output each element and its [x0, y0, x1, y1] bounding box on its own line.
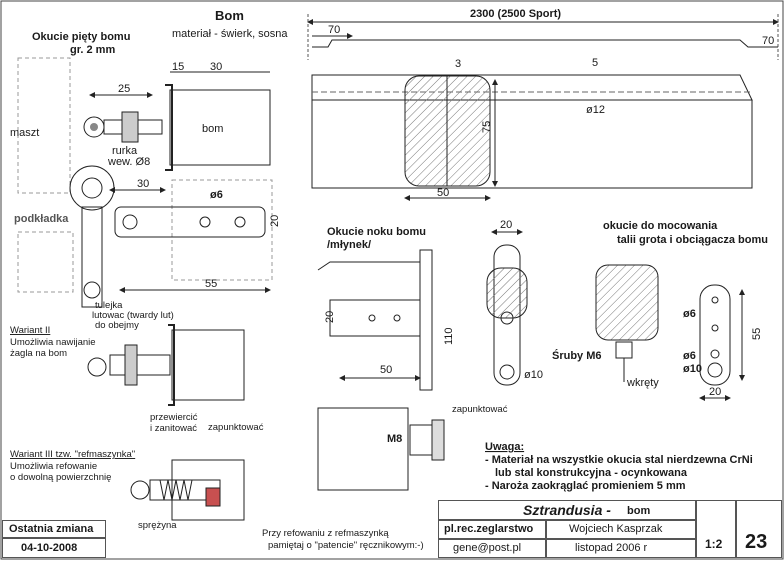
- note-1b: lub stal konstrukcyjna - ocynkowana: [495, 467, 688, 479]
- dim-10-end: ø10: [524, 369, 543, 381]
- m8-label: M8: [387, 433, 402, 445]
- boom-title: Bom: [215, 8, 244, 23]
- note-1: - Materiał na wszystkie okucia stal nier…: [485, 454, 753, 466]
- tube-label: rurka: [112, 145, 138, 157]
- boom-top-profile: 70 70: [312, 24, 778, 48]
- notes: Uwaga: - Materiał na wszystkie okucia st…: [485, 441, 753, 492]
- boom-label: bom: [202, 123, 223, 135]
- email: gene@post.pl: [453, 542, 522, 554]
- dim-12: ø12: [586, 104, 605, 116]
- notes-title: Uwaga:: [485, 441, 524, 453]
- end-fitting: Okucie noku bomu /młynek/ 20 110 50 20 ø…: [317, 219, 543, 491]
- dim-50-end: 50: [380, 364, 392, 376]
- dim-6-mount-a: ø6: [683, 308, 696, 320]
- sheet-number: 23: [745, 531, 768, 553]
- dim-30-top: 30: [210, 61, 222, 73]
- length-dim-text: 2300 (2500 Sport): [470, 8, 561, 20]
- mast-label: maszt: [10, 127, 39, 139]
- boom-length-dimension: 2300 (2500 Sport): [307, 8, 779, 60]
- author-cell: Wojciech Kasprzak: [546, 520, 696, 539]
- dim-6-heel: ø6: [210, 189, 223, 201]
- variant3-line2: o dowolną powierzchnię: [10, 472, 111, 483]
- screws-label: Śruby M6: [552, 349, 602, 362]
- dim-50-section: 50: [437, 187, 449, 199]
- mainsheet-title-2: talii grota i obciągacza bomu: [617, 234, 768, 246]
- plug-label-left: zapunktować: [208, 422, 264, 433]
- variant-2: Wariant II Umożliwia nawijanie żagla na …: [10, 324, 264, 434]
- dim-20-end: 20: [324, 311, 336, 323]
- reef-note-2: pamiętaj o "patencie" ręcznikowym:-): [268, 540, 424, 551]
- drawing-date: listopad 2006 r: [575, 542, 648, 554]
- dim-75: 75: [481, 121, 493, 133]
- mainsheet-fitting: okucie do mocowania talii grota i obciąg…: [552, 220, 768, 401]
- dim-20-heel: 20: [269, 215, 281, 227]
- mast-detail: maszt 25 rurka wew. Ø8: [10, 57, 163, 194]
- scale: 1:2: [705, 537, 723, 551]
- author: Wojciech Kasprzak: [569, 523, 663, 535]
- variant3-line1: Umożliwia refowanie: [10, 461, 97, 472]
- last-change-date: 04-10-2008: [21, 542, 78, 554]
- dim-10-mount: ø10: [683, 363, 702, 375]
- boom-side-view: 3 5 ø12 75 50: [311, 57, 753, 201]
- variant3-title: Wariant III tzw. "refmaszynka": [10, 449, 135, 460]
- boom-end-top: 15 30 bom: [165, 61, 271, 171]
- dim-70-right: 70: [762, 35, 774, 47]
- site-name: pl.rec.zeglarstwo: [444, 523, 534, 535]
- last-change-label-cell: Ostatnia zmiana: [2, 520, 106, 538]
- site-cell: pl.rec.zeglarstwo: [438, 520, 546, 539]
- variant2-line1: Umożliwia nawijanie: [10, 337, 96, 348]
- last-change-date-cell: 04-10-2008: [2, 538, 106, 558]
- part-name: bom: [627, 505, 651, 517]
- dim-6-mount-b: ø6: [683, 350, 696, 362]
- plug-label-right: zapunktować: [452, 404, 508, 415]
- sleeve-label-2: lutowac (twardy lut): [92, 310, 174, 321]
- dim-30-side: 30: [137, 178, 149, 190]
- end-fitting-title: Okucie noku bomu: [327, 226, 426, 238]
- variant-3: Wariant III tzw. "refmaszynka" Umożliwia…: [10, 449, 424, 551]
- end-fitting-sub: /młynek/: [327, 239, 371, 251]
- dim-20-mount: 20: [709, 386, 721, 398]
- dim-3: 3: [455, 58, 461, 70]
- last-change-label: Ostatnia zmiana: [9, 523, 94, 535]
- heel-fitting-sub: gr. 2 mm: [70, 44, 115, 56]
- dim-5: 5: [592, 57, 598, 69]
- drill-label: przewiercić: [150, 412, 198, 423]
- sheet-number-cell: 23: [736, 500, 782, 558]
- project-name: Sztrandusia -: [523, 502, 611, 518]
- dim-20-bracket: 20: [500, 219, 512, 231]
- spring-label: sprężyna: [138, 520, 177, 531]
- mainsheet-title: okucie do mocowania: [603, 220, 718, 232]
- screws-label-2: wkręty: [626, 377, 659, 389]
- washer-label: podkładka: [14, 213, 69, 225]
- dim-70-left: 70: [328, 24, 340, 36]
- heel-plate: 30 ø6 20 55 podkładka tulejka lutowac (t…: [14, 165, 281, 331]
- date-cell: listopad 2006 r: [546, 539, 696, 558]
- sleeve-label: tulejka: [95, 300, 123, 311]
- project-cell: Sztrandusia - bom: [438, 500, 696, 520]
- reef-note-1: Przy refowaniu z refmaszynką: [262, 528, 389, 539]
- scale-cell: 1:2: [696, 500, 736, 558]
- drill-label-2: i zanitować: [150, 423, 197, 434]
- dim-55-mount: 55: [751, 328, 763, 340]
- dim-55-heel: 55: [205, 278, 217, 290]
- variant2-line2: żagla na bom: [10, 348, 67, 359]
- material-label: materiał - świerk, sosna: [172, 28, 288, 40]
- variant2-title: Wariant II: [10, 325, 50, 336]
- dim-110: 110: [443, 327, 455, 345]
- email-cell: gene@post.pl: [438, 539, 546, 558]
- sleeve-label-3: do obejmy: [95, 320, 139, 331]
- tube-label-2: wew. Ø8: [107, 156, 150, 168]
- dim-15: 15: [172, 61, 184, 73]
- dim-25: 25: [118, 83, 130, 95]
- note-2: - Naroża zaokrąglać promieniem 5 mm: [485, 480, 686, 492]
- heel-fitting-title: Okucie pięty bomu: [32, 31, 130, 43]
